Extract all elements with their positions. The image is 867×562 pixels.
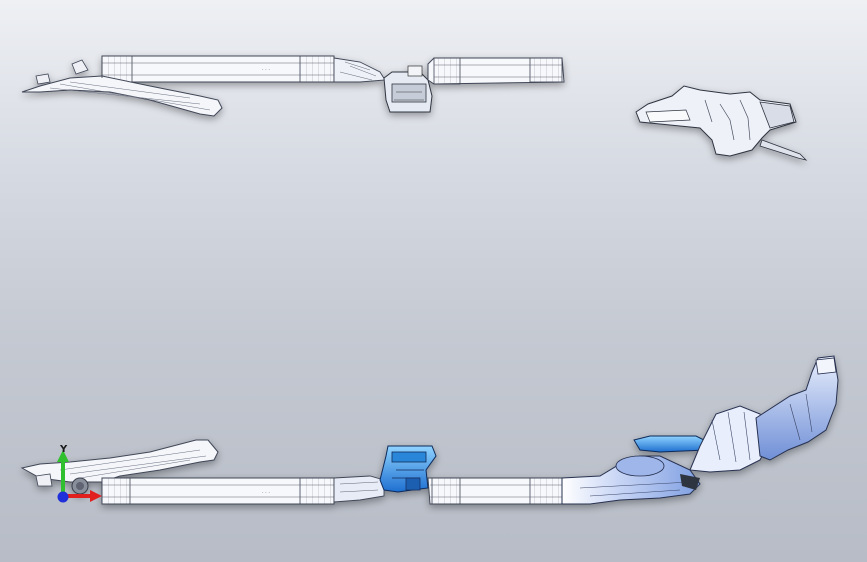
front-view-left-arm[interactable] (20, 439, 219, 495)
top-view-right-tube[interactable] (427, 57, 565, 85)
coordinate-triad: Y (57, 444, 102, 503)
part-isometric-end-piece[interactable] (635, 85, 808, 161)
y-axis-label: Y (59, 444, 68, 455)
svg-text:· · ·: · · · (262, 490, 270, 496)
x-axis-arrow (90, 490, 102, 502)
y-axis-arrow (57, 450, 69, 462)
z-axis-dot (57, 491, 69, 503)
top-view-left-arm[interactable] (21, 56, 223, 117)
front-view-left-tube[interactable]: · · · (101, 477, 335, 505)
part-front-view-assembly[interactable]: · · · (20, 355, 839, 505)
front-view-rear-blue-section[interactable] (561, 355, 839, 505)
top-view-mid-bracket[interactable] (383, 65, 433, 113)
svg-text:· · ·: · · · (262, 67, 270, 73)
front-view-right-tube[interactable] (427, 477, 565, 505)
top-view-left-tube[interactable]: · · · (101, 55, 335, 83)
top-view-left-connector[interactable] (333, 57, 386, 83)
part-top-view-assembly[interactable]: · · · (21, 55, 565, 117)
front-view-mid-bracket[interactable] (379, 445, 437, 493)
front-view-left-connector[interactable] (333, 475, 385, 503)
